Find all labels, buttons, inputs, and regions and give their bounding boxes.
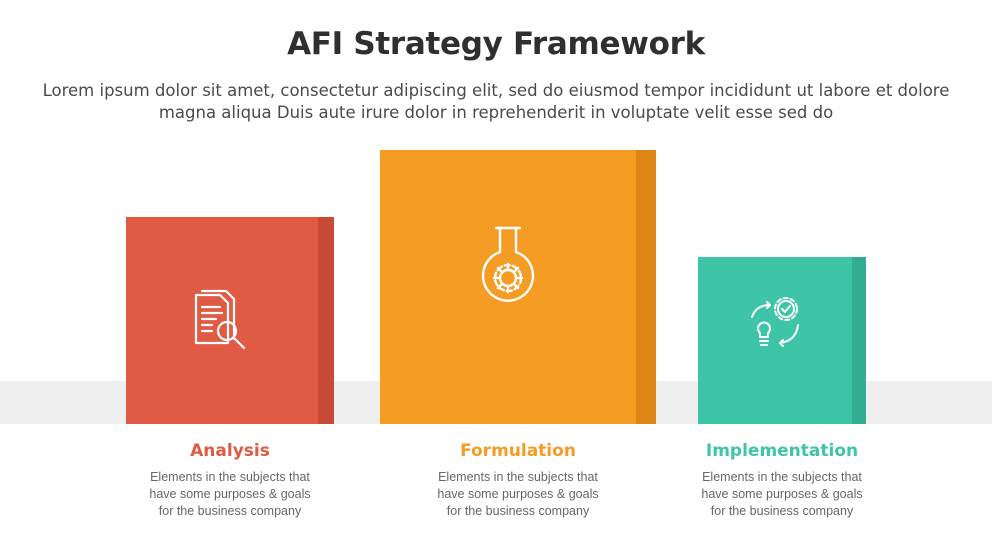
- step-label-formulation: Formulation: [460, 441, 576, 461]
- step-description-analysis: Elements in the subjects that have some …: [149, 470, 311, 518]
- step-description-formulation: Elements in the subjects that have some …: [437, 470, 599, 518]
- implementation-box-side: [852, 257, 866, 424]
- analysis-box: [126, 217, 334, 424]
- page-title: AFI Strategy Framework: [287, 26, 705, 62]
- flask-gear-icon: [478, 224, 538, 308]
- step-description-implementation: Elements in the subjects that have some …: [701, 470, 863, 518]
- bulb-gear-cycle-icon: [746, 295, 806, 353]
- analysis-box-side: [318, 217, 334, 424]
- step-label-analysis: Analysis: [190, 441, 270, 461]
- document-search-icon: [190, 289, 254, 355]
- page-subtitle: Lorem ipsum dolor sit amet, consectetur …: [42, 81, 950, 122]
- implementation-box: [698, 257, 866, 424]
- step-label-implementation: Implementation: [705, 441, 859, 461]
- formulation-box-side: [636, 150, 656, 424]
- formulation-box: [380, 150, 656, 424]
